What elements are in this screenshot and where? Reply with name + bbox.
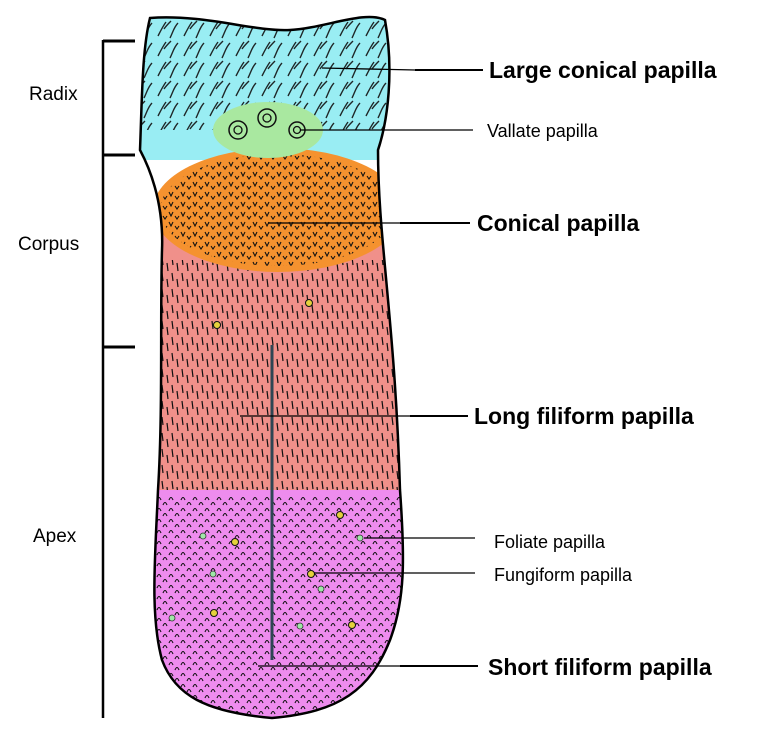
region-bracket xyxy=(103,40,135,718)
fungiform-papilla xyxy=(232,539,239,546)
long-filiform-zone-texture xyxy=(120,260,420,490)
foliate-papilla xyxy=(169,615,175,621)
foliate-papilla xyxy=(357,535,363,541)
label-foliate-papilla: Foliate papilla xyxy=(494,532,606,552)
region-label-corpus: Corpus xyxy=(18,234,79,255)
fungiform-papilla xyxy=(308,571,315,578)
fungiform-papilla xyxy=(214,322,221,329)
foliate-papilla xyxy=(318,586,324,592)
fungiform-papilla xyxy=(211,610,218,617)
region-label-radix: Radix xyxy=(29,84,78,105)
foliate-papilla xyxy=(200,533,206,539)
label-fungiform-papilla: Fungiform papilla xyxy=(494,565,633,585)
foliate-papilla xyxy=(210,571,216,577)
label-large-conical-papilla: Large conical papilla xyxy=(489,57,717,83)
foliate-papilla xyxy=(297,623,303,629)
label-short-filiform-papilla: Short filiform papilla xyxy=(488,654,712,680)
fungiform-papilla xyxy=(306,300,313,307)
label-vallate-papilla: Vallate papilla xyxy=(487,121,599,141)
region-label-apex: Apex xyxy=(33,526,77,547)
label-conical-papilla: Conical papilla xyxy=(477,210,640,236)
short-filiform-zone-texture xyxy=(120,495,420,725)
label-long-filiform-papilla: Long filiform papilla xyxy=(474,403,694,429)
fungiform-papilla xyxy=(349,622,356,629)
fungiform-papilla xyxy=(337,512,344,519)
conical-zone-texture xyxy=(160,154,396,266)
